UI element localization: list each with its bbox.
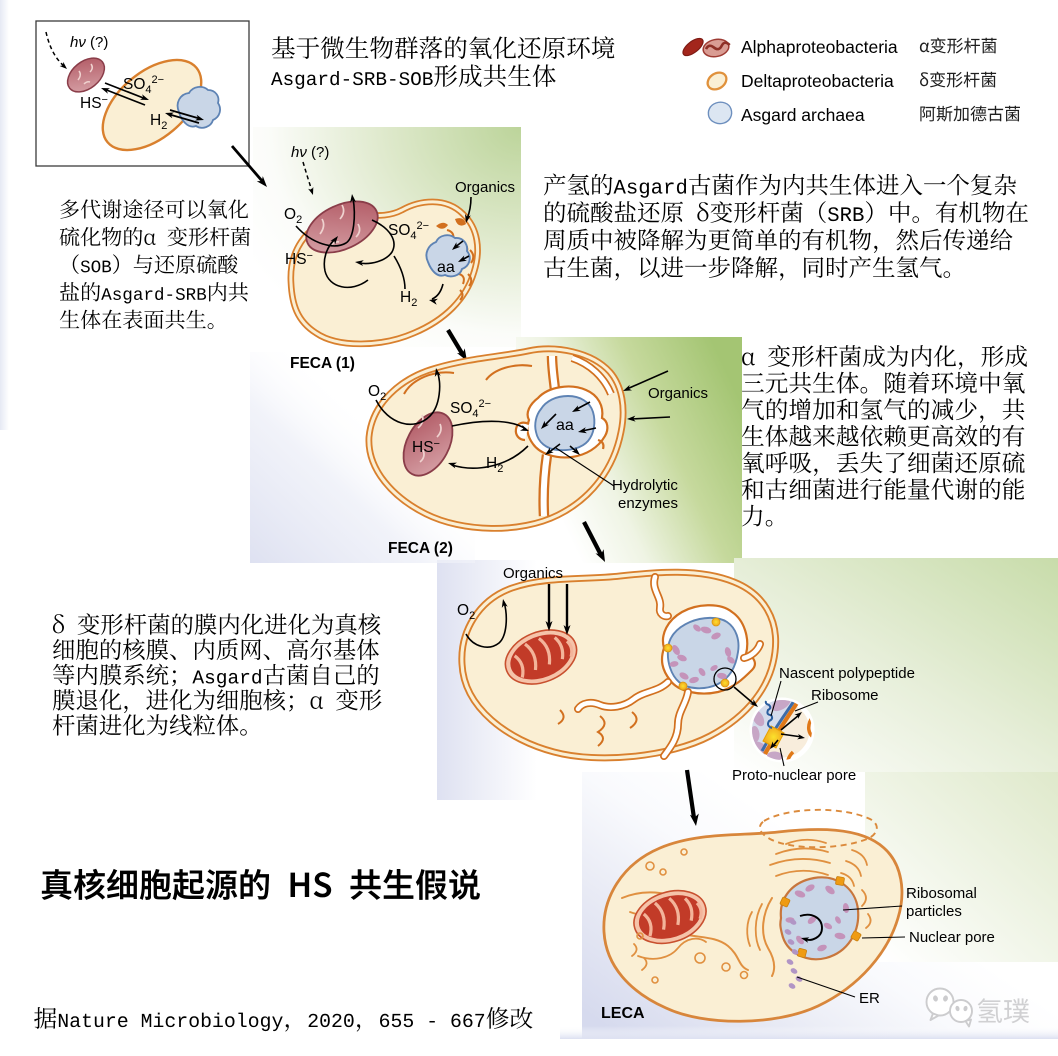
svg-text:aa: aa bbox=[437, 259, 455, 276]
svg-text:Proto-nuclear pore: Proto-nuclear pore bbox=[732, 767, 856, 784]
svg-text:Alphaproteobacteria: Alphaproteobacteria bbox=[741, 37, 898, 57]
svg-text:Organics: Organics bbox=[455, 179, 515, 196]
svg-text:Nuclear pore: Nuclear pore bbox=[909, 929, 995, 946]
svg-text:Asgard archaea: Asgard archaea bbox=[741, 105, 865, 125]
svg-text:FECA (2): FECA (2) bbox=[388, 540, 453, 557]
svg-text:Hydrolytic: Hydrolytic bbox=[612, 477, 678, 494]
svg-text:Ribosome: Ribosome bbox=[811, 687, 879, 704]
svg-text:LECA: LECA bbox=[601, 1005, 645, 1022]
svg-text:Organics: Organics bbox=[503, 565, 563, 582]
svg-text:Deltaproteobacteria: Deltaproteobacteria bbox=[741, 71, 894, 91]
svg-text:Nascent polypeptide: Nascent polypeptide bbox=[779, 665, 915, 682]
svg-text:hν (?): hν (?) bbox=[70, 34, 108, 51]
svg-text:hν (?): hν (?) bbox=[291, 144, 329, 161]
svg-text:HS−: HS− bbox=[412, 438, 440, 456]
svg-text:Organics: Organics bbox=[648, 385, 708, 402]
svg-text:Ribosomal: Ribosomal bbox=[906, 885, 977, 902]
svg-text:FECA (1): FECA (1) bbox=[290, 355, 355, 372]
svg-text:HS−: HS− bbox=[285, 250, 313, 268]
svg-text:aa: aa bbox=[556, 417, 574, 434]
svg-text:ER: ER bbox=[859, 990, 880, 1007]
svg-text:enzymes: enzymes bbox=[618, 495, 678, 512]
svg-text:particles: particles bbox=[906, 903, 962, 920]
svg-text:HS−: HS− bbox=[80, 94, 108, 112]
